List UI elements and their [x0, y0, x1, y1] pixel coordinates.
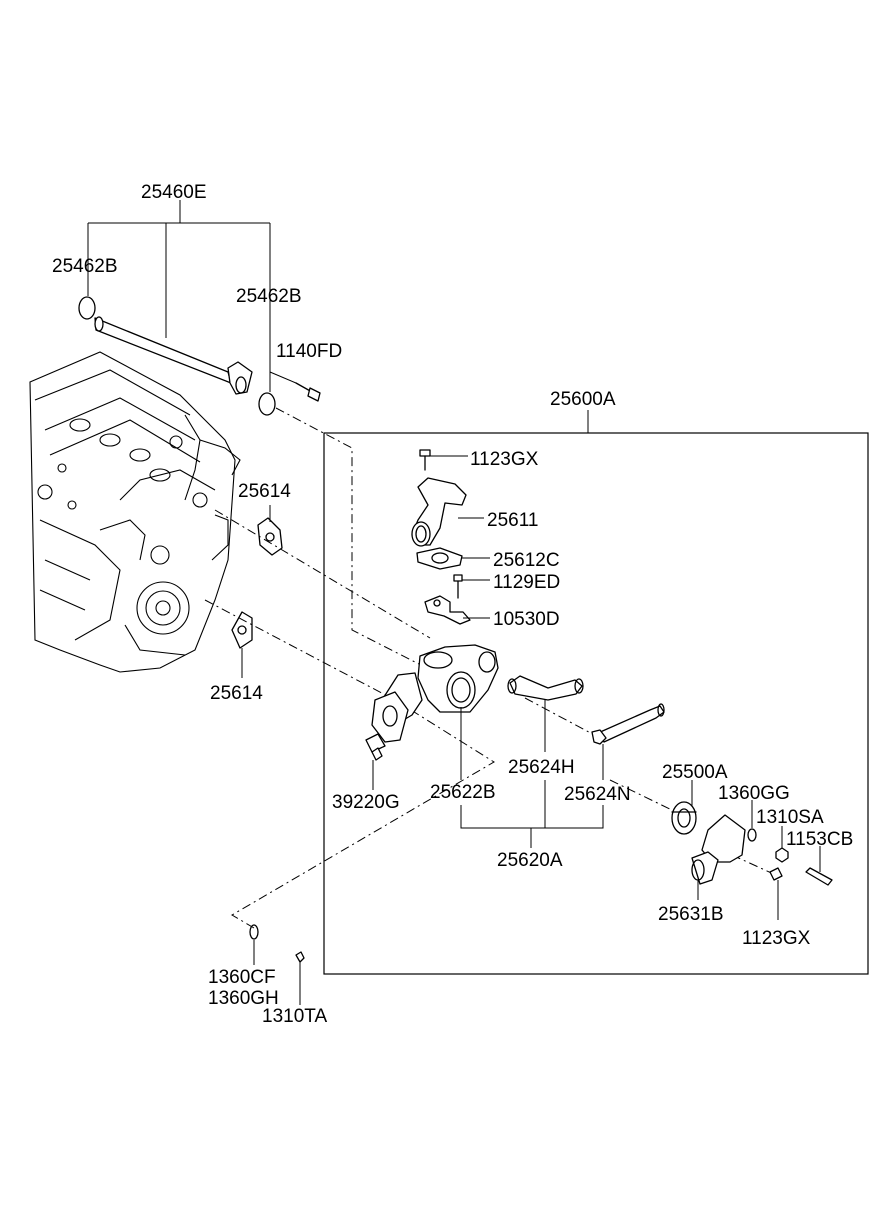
nut-1310sa — [775, 847, 789, 863]
bolt-1123gx-top — [419, 449, 468, 471]
label-25612c: 25612C — [493, 550, 560, 571]
bracket-10530d — [424, 595, 490, 625]
label-1310sa: 1310SA — [756, 807, 824, 828]
thermostat-25500a — [671, 780, 697, 835]
bolt-1129ed — [453, 574, 490, 599]
label-25462b-right: 25462B — [236, 286, 302, 307]
label-25500a: 25500A — [662, 762, 728, 783]
label-1360gg: 1360GG — [718, 783, 790, 804]
sensor-39220g — [365, 733, 386, 790]
label-1360cf: 1360CF — [208, 967, 276, 988]
fitting-25611 — [411, 477, 484, 547]
label-39220g: 39220G — [332, 792, 400, 813]
label-25460e: 25460E — [141, 182, 207, 203]
o-ring-25462b-right — [258, 392, 276, 416]
label-25600a: 25600A — [550, 389, 616, 410]
water-pipe-25460e — [94, 316, 253, 395]
label-25622b: 25622B — [430, 782, 496, 803]
gasket-25612c — [416, 547, 490, 570]
nut-1310ta — [295, 951, 305, 963]
o-ring-25462b-left — [78, 296, 96, 320]
leader-25620a — [460, 780, 604, 848]
leader-25460e — [87, 200, 271, 392]
label-1360gh: 1360GH — [208, 988, 279, 1009]
label-1153cb: 1153CB — [786, 829, 853, 850]
label-25620a: 25620A — [497, 850, 563, 871]
gasket-25614-top — [257, 517, 283, 556]
label-25631b: 25631B — [658, 904, 724, 925]
hose-25624h — [507, 675, 584, 752]
label-25614-bottom: 25614 — [210, 683, 263, 704]
cover-25631b — [691, 814, 746, 900]
gasket-25614-bottom — [231, 611, 253, 649]
label-10530d: 10530D — [493, 609, 560, 630]
bolt-1140fd — [295, 382, 321, 402]
label-1140fd: 1140FD — [276, 341, 342, 362]
stud-1153cb — [805, 867, 833, 886]
label-25624n: 25624N — [564, 784, 631, 805]
label-1123gx-top: 1123GX — [470, 449, 539, 470]
bolt-1123gx-bottom — [769, 867, 783, 920]
alignment-lines — [204, 407, 779, 929]
washer-1360cf — [249, 924, 259, 940]
part-labels: 25460E 25462B 25462B 1140FD 25600A 1123G… — [52, 182, 853, 1027]
label-1123gx-bottom: 1123GX — [742, 928, 811, 949]
engine-block-illustration — [29, 351, 241, 673]
label-25462b-left: 25462B — [52, 256, 118, 277]
washer-1360gg — [747, 828, 757, 842]
label-25611: 25611 — [487, 510, 538, 531]
label-1310ta: 1310TA — [262, 1006, 327, 1027]
pipe-25624n — [591, 703, 665, 780]
label-1129ed: 1129ED — [493, 572, 560, 593]
housing-25620a — [371, 644, 499, 743]
leader-1140fd — [269, 371, 297, 384]
label-25624h: 25624H — [508, 757, 575, 778]
label-25614-top: 25614 — [238, 481, 291, 502]
assembly-box-25600a — [323, 432, 869, 975]
